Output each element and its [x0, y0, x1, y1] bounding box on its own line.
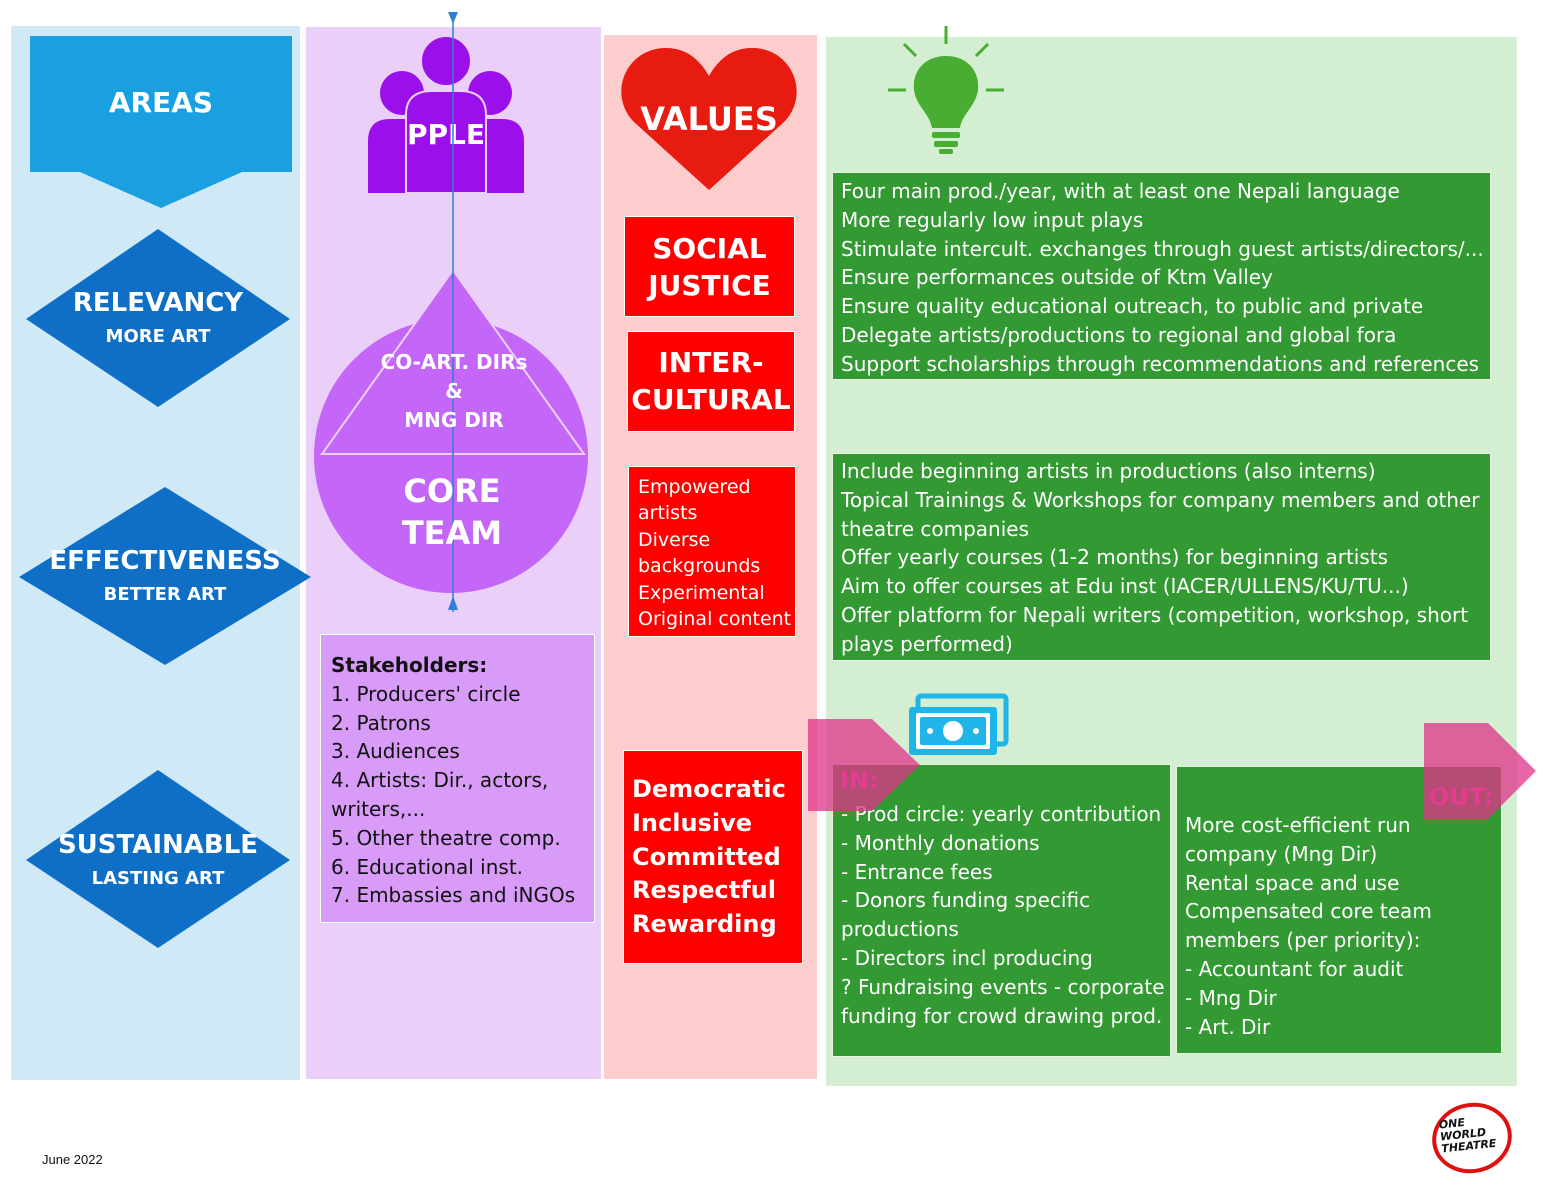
expense-item: - Accountant for audit — [1185, 956, 1404, 981]
relevancy-idea-item: Ensure performances outside of Ktm Valle… — [841, 265, 1273, 290]
income-item: - Donors funding specific — [841, 888, 1091, 913]
income-item: ? Fundraising events - corporate — [841, 974, 1165, 999]
relevancy-subtitle: MORE ART — [105, 326, 211, 347]
income-box: - Prod circle: yearly contribution - Mon… — [832, 764, 1171, 1057]
org-value-item: Respectful — [632, 876, 776, 905]
out-arrow — [1424, 723, 1536, 819]
stakeholder-item: writers,... — [331, 796, 426, 821]
relevancy-idea-item: More regularly low input plays — [841, 207, 1144, 232]
expense-item: Compensated core team — [1185, 899, 1432, 924]
org-values-box: Democratic Inclusive Committed Respectfu… — [623, 750, 803, 964]
relevancy-title: RELEVANCY — [72, 288, 244, 318]
relevancy-idea-item: Delegate artists/productions to regional… — [841, 322, 1397, 347]
effectiveness-idea-item: plays performed) — [841, 631, 1013, 656]
effectiveness-subtitle: BETTER ART — [103, 584, 227, 605]
people-header-label: PPLE — [406, 118, 485, 151]
effectiveness-idea-item: Topical Trainings & Workshops for compan… — [841, 487, 1480, 512]
org-value-item: Inclusive — [632, 808, 752, 837]
logo-ring — [1432, 1102, 1512, 1174]
in-label: IN: — [840, 766, 879, 794]
social-justice-box: SOCIAL JUSTICE — [624, 216, 795, 317]
artist-values-box: Empowered artists Diverse backgrounds Ex… — [628, 466, 796, 637]
relevancy-idea-item: Stimulate intercult. exchanges through g… — [841, 236, 1484, 261]
artist-value-item: Diverse — [638, 528, 711, 551]
values-header-label: VALUES — [640, 100, 778, 138]
footer-date: June 2022 — [42, 1152, 103, 1167]
stakeholder-item: 1. Producers' circle — [331, 681, 521, 706]
stakeholders-box: Stakeholders: 1. Producers' circle 2. Pa… — [320, 634, 595, 923]
in-arrow — [808, 719, 920, 811]
effectiveness-idea-item: Offer platform for Nepali writers (compe… — [841, 602, 1469, 627]
sustainable-title: SUSTAINABLE — [57, 830, 259, 860]
relevancy-idea-item: Support scholarships through recommendat… — [841, 351, 1480, 376]
stakeholder-item: 3. Audiences — [331, 739, 460, 764]
stakeholders-title: Stakeholders: — [331, 653, 488, 677]
triangle-line-3: MNG DIR — [404, 408, 504, 432]
income-item: - Monthly donations — [841, 830, 1040, 855]
heart-icon — [621, 47, 797, 190]
effectiveness-idea-item: Offer yearly courses (1-2 months) for be… — [841, 545, 1389, 570]
expense-item: - Mng Dir — [1185, 985, 1277, 1010]
triangle-line-1: CO-ART. DIRs — [380, 350, 528, 374]
effectiveness-idea-item: Include beginning artists in productions… — [841, 459, 1376, 483]
income-item: - Entrance fees — [841, 859, 993, 884]
core-line-1: CORE — [403, 472, 501, 510]
social-justice-line-1: SOCIAL — [652, 232, 767, 265]
org-value-item: Rewarding — [632, 910, 777, 939]
artist-value-item: artists — [638, 502, 698, 525]
social-justice-line-2: JUSTICE — [648, 269, 771, 302]
expense-item: Rental space and use — [1185, 870, 1400, 895]
org-value-item: Democratic — [632, 775, 786, 803]
expense-item: More cost-efficient run — [1185, 813, 1411, 837]
relevancy-ideas-box: Four main prod./year, with at least one … — [832, 172, 1491, 380]
intercultural-line-2: CULTURAL — [631, 383, 791, 416]
stakeholder-item: 7. Embassies and iNGOs — [331, 883, 576, 908]
artist-value-item: backgrounds — [638, 555, 761, 578]
relevancy-idea-item: Ensure quality educational outreach, to … — [841, 294, 1424, 319]
areas-header-arrow — [30, 36, 292, 208]
effectiveness-idea-item: Aim to offer courses at Edu inst (IACER/… — [841, 574, 1409, 599]
expense-item: company (Mng Dir) — [1185, 841, 1378, 866]
stakeholder-item: 4. Artists: Dir., actors, — [331, 768, 549, 793]
expenses-box: More cost-efficient run company (Mng Dir… — [1176, 766, 1502, 1054]
effectiveness-diamond — [19, 487, 311, 665]
relevancy-diamond — [26, 229, 290, 407]
income-item: - Directors incl producing — [841, 945, 1093, 970]
areas-header-label: AREAS — [108, 86, 214, 119]
sustainable-subtitle: LASTING ART — [91, 868, 225, 889]
expense-item: members (per priority): — [1185, 928, 1421, 953]
stakeholder-item: 2. Patrons — [331, 710, 431, 735]
income-item: funding for crowd drawing prod. — [841, 1003, 1163, 1028]
income-item: - Prod circle: yearly contribution — [841, 802, 1162, 826]
effectiveness-title: EFFECTIVENESS — [49, 546, 281, 576]
triangle-line-2: & — [445, 379, 463, 403]
intercultural-line-1: INTER- — [658, 346, 764, 379]
lightbulb-icon — [888, 26, 1004, 154]
core-line-2: TEAM — [401, 514, 503, 552]
people-group-icon — [368, 35, 524, 193]
relevancy-idea-item: Four main prod./year, with at least one … — [841, 179, 1400, 203]
stakeholder-item: 6. Educational inst. — [331, 854, 524, 879]
logo-text: ONE WORLD THEATRE — [1438, 1115, 1497, 1156]
artist-value-item: Empowered — [638, 476, 751, 498]
income-item: productions — [841, 917, 959, 942]
org-value-item: Committed — [632, 842, 781, 871]
artist-value-item: Original content — [638, 608, 792, 631]
effectiveness-ideas-box: Include beginning artists in productions… — [832, 453, 1491, 661]
artist-value-item: Experimental — [638, 581, 765, 604]
stakeholder-item: 5. Other theatre comp. — [331, 825, 561, 850]
money-icon — [909, 693, 1009, 755]
intercultural-box: INTER- CULTURAL — [627, 331, 795, 432]
effectiveness-idea-item: theatre companies — [841, 516, 1029, 541]
core-team-graphic — [312, 12, 590, 612]
sustainable-diamond — [26, 770, 290, 948]
expense-item: - Art. Dir — [1185, 1014, 1271, 1039]
out-label: OUT: — [1429, 783, 1494, 811]
